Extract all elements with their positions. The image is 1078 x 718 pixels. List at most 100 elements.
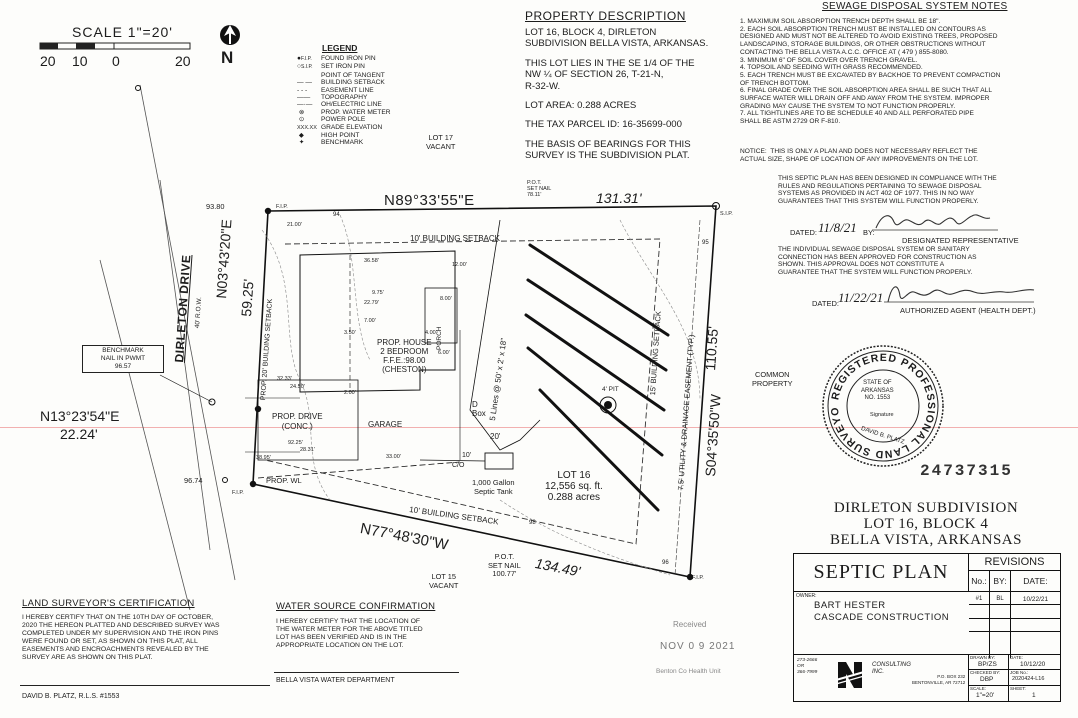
company-name: CONSULTING INC.: [872, 662, 911, 675]
drain-field-outline: [469, 219, 541, 451]
property-line: R-32-W.: [525, 80, 561, 92]
pit-icon: [599, 396, 617, 414]
property-line: LOT AREA: 0.288 ACRES: [525, 100, 637, 112]
property-line: LOT 16, BLOCK 4, DIRLETON: [525, 27, 657, 38]
water-department: BELLA VISTA WATER DEPARTMENT: [276, 677, 395, 684]
certification-text: I HEREBY CERTIFY THAT ON THE 10TH DAY OF…: [22, 614, 220, 661]
seal-signature-label: Signature: [870, 412, 894, 418]
sheet-value: 1: [1032, 692, 1036, 699]
legend-title: LEGEND: [322, 43, 358, 53]
property-line: THIS LOT LIES IN THE SE 1/4 OF THE: [525, 57, 695, 69]
iron-pin-icon: [249, 480, 257, 488]
dated-1-label: DATED:: [790, 228, 817, 237]
road-line: [159, 179, 211, 551]
trench-line: [528, 243, 670, 337]
house-label: PROP. HOUSE 2 BEDROOM F.F.E.:98.00 (CHES…: [377, 338, 432, 374]
lot16-label: LOT 16 12,556 sq. ft. 0.288 acres: [545, 470, 603, 503]
road-line: [139, 84, 236, 581]
scale-tick-20b: 20: [175, 53, 191, 69]
scale-tick-10: 10: [72, 53, 88, 69]
owner-name: BART HESTER: [814, 600, 886, 611]
topography-line: [499, 499, 671, 576]
distance-left: 59.25': [238, 278, 257, 318]
lot17-label: LOT 17 VACANT: [426, 133, 456, 151]
porch-outline: [424, 287, 458, 344]
sewage-title: SEWAGE DISPOSAL SYSTEM NOTES: [822, 1, 1008, 12]
compliance-text: THIS SEPTIC PLAN HAS BEEN DESIGNED IN CO…: [778, 175, 997, 206]
owner-label: OWNER:: [796, 593, 817, 599]
contour-label: 98: [529, 520, 536, 526]
rev-col-date: DATE:: [1011, 571, 1060, 592]
scale-tick-0: 0: [112, 53, 120, 69]
dbox-label: D Box: [472, 400, 486, 418]
trench-line: [538, 388, 660, 512]
water-line: [257, 461, 461, 479]
property-line: NW ¼ OF SECTION 26, T-21-N,: [525, 69, 664, 81]
property-line: SURVEY IS THE SUBDIVISION PLAT.: [525, 150, 690, 162]
received-unit: Benton Co Health Unit: [656, 668, 721, 675]
garage-label: GARAGE: [368, 420, 403, 429]
received-date: NOV 0 9 2021: [660, 641, 736, 652]
pit-label: 4' PIT: [602, 386, 619, 393]
dim-label: 92.25': [288, 440, 303, 446]
rev-no-value: #1: [969, 592, 990, 658]
surveyor-seal: REGISTERED PROFESSIONAL LAND SURVEYOR: [820, 343, 944, 467]
dim-10-label: 10': [462, 452, 472, 459]
dim-label: 4.00': [425, 330, 437, 336]
company-logo-icon: [835, 662, 865, 688]
water-text: I HEREBY CERTIFY THAT THE LOCATION OF TH…: [276, 618, 423, 649]
revisions-header: REVISIONS: [969, 554, 1060, 571]
fip-label: F.I.P.: [692, 575, 704, 581]
dim-label: 22.79': [364, 300, 379, 306]
iron-pin-icon: [254, 405, 262, 413]
dim-label: 2.00': [344, 390, 356, 396]
common-property-label: COMMON PROPERTY: [752, 370, 793, 388]
dim-20-label: 20': [490, 432, 501, 441]
dim-label: 36.58': [364, 258, 379, 264]
dim-label: 38.95': [256, 455, 271, 461]
garage-outline: [257, 379, 359, 461]
cleanout-label: C/O: [452, 462, 465, 469]
sewage-notes: 1. MAXIMUM SOIL ABSORPTION TRENCH DEPTH …: [740, 18, 1001, 126]
distance-right: 110.55': [702, 325, 722, 372]
north-arrow-icon: [220, 25, 240, 45]
bearing-top: N89°33'55"E: [384, 192, 475, 209]
iron-pin-icon: [264, 207, 272, 215]
dim-label: 33.00': [386, 454, 401, 460]
sewage-notice: NOTICE: THIS IS ONLY A PLAN AND DOES NOT…: [740, 148, 978, 163]
plat-drawing: [99, 84, 720, 610]
scale-title: SCALE 1"=20': [72, 24, 173, 40]
water-title: WATER SOURCE CONFIRMATION: [276, 601, 436, 612]
legend-item: ○S.I.P.SET IRON PIN: [297, 63, 365, 71]
dim-label: 8.00': [440, 296, 452, 302]
date-value: 10/12/20: [1020, 661, 1046, 668]
certification-title: LAND SURVEYOR'S CERTIFICATION: [22, 598, 195, 609]
setback-top-label: 10' BUILDING SETBACK: [410, 234, 500, 243]
legend-item: ⊗PROP. WATER METER: [297, 108, 391, 116]
power-pole-icon: [222, 477, 228, 483]
power-pole-icon: [135, 85, 141, 91]
seal-state: STATE OF ARKANSAS NO. 1553: [861, 380, 894, 401]
trench-line: [524, 313, 666, 412]
legend-item: — —BUILDING SETBACK: [297, 79, 385, 87]
legend-item: ——TOPOGRAPHY: [297, 94, 368, 102]
drawn-by-label: DRAWN BY:: [970, 655, 996, 660]
bearing-left-2: N13°23'54"E: [40, 408, 120, 424]
septic-tank-outline: [484, 452, 514, 470]
signature-2-image: [884, 286, 1035, 303]
received-label: Received: [673, 620, 707, 629]
pot-top-label: P.O.T. SET NAIL 78.11': [527, 180, 552, 198]
rev-col-by: BY:: [990, 571, 1011, 592]
by-label: BY:: [863, 228, 875, 237]
trench-line: [526, 278, 668, 372]
project-line: DIRLETON SUBDIVISION: [833, 500, 1019, 516]
scale-tick-20: 20: [40, 53, 56, 69]
certification-signer: DAVID B. PLATZ, R.L.S. #1553: [22, 693, 120, 700]
trench-lines: [524, 243, 670, 512]
topography-line: [261, 229, 331, 501]
legend-item: ●F.I.P.FOUND IRON PIN: [297, 55, 376, 62]
job-no-label: JOB No.:: [1010, 670, 1029, 675]
legend-item: - - -EASEMENT LINE: [297, 86, 374, 94]
approval-text: THE INDIVIDUAL SEWAGE DISPOSAL SYSTEM OR…: [778, 246, 977, 277]
